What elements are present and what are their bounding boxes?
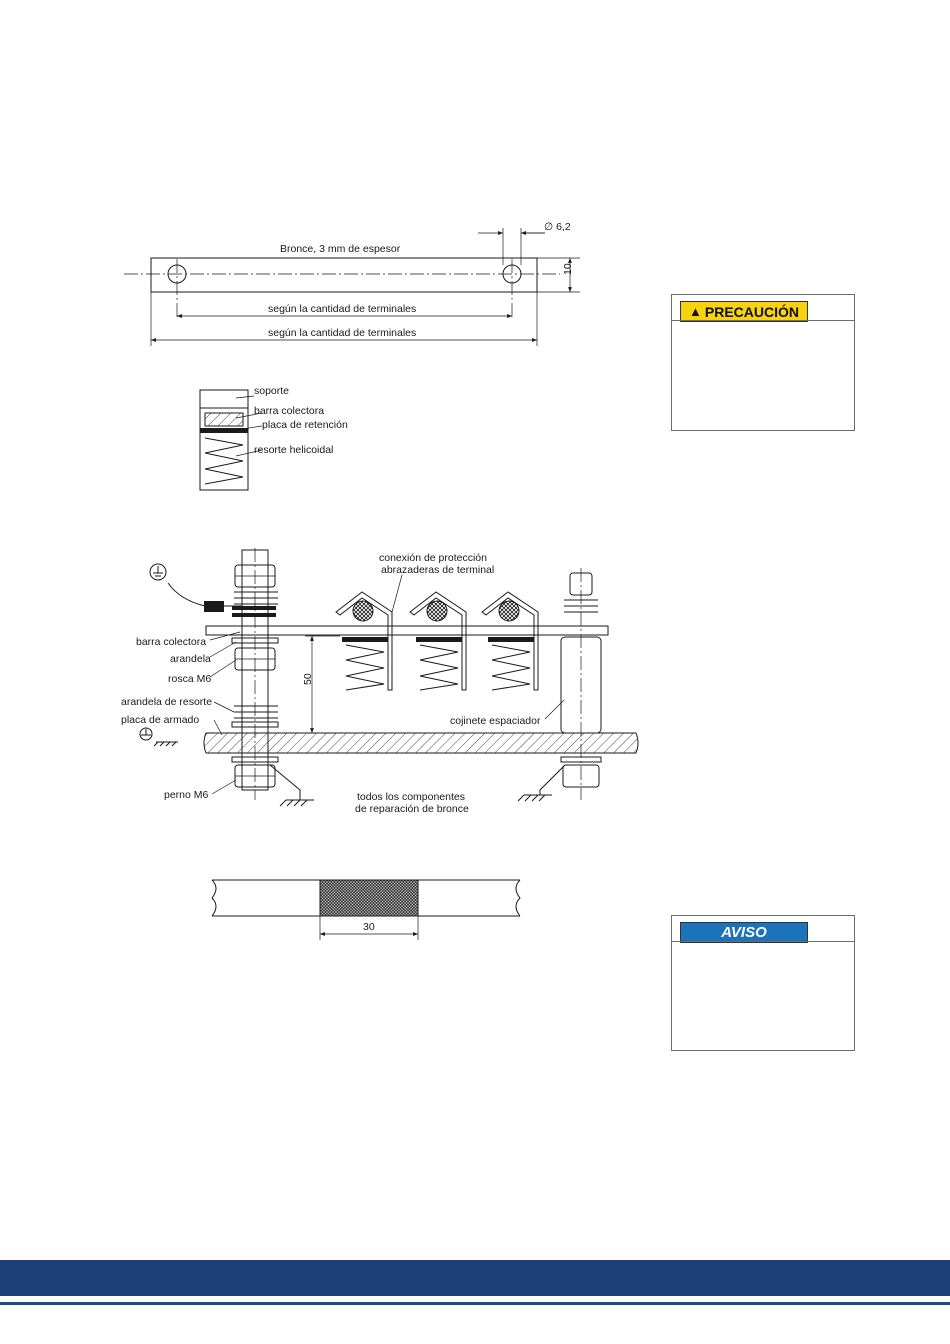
warning-triangle-icon: ▲ (689, 304, 702, 319)
coil-spring (204, 437, 244, 485)
ground-symbol-icon (149, 563, 167, 581)
washer (231, 637, 279, 644)
bolt-label: perno M6 (164, 789, 209, 801)
support-detail: soporte barra colectora placa de retenci… (199, 385, 348, 491)
caution-title: PRECAUCIÓN (704, 303, 799, 320)
support-label-0: soporte (254, 385, 289, 397)
assembly-drawing: 50 conexión de protección abrazaderas de… (121, 548, 639, 815)
assembly-busbar (205, 625, 609, 636)
spring-washer-label: arandela de resorte (121, 696, 212, 708)
busbar-material-label: Bronce, 3 mm de espesor (280, 243, 401, 255)
overall-length-label: según la cantidad de terminales (268, 327, 416, 339)
cable-strip-drawing: 30 (211, 879, 521, 940)
busbar-height-label: 10 (562, 263, 574, 275)
right-spacer-stack (560, 568, 602, 800)
retention-plate (200, 428, 248, 433)
busbar-drawing: ∅ 6,2 10 Bronce, 3 mm de espesor según l… (124, 221, 580, 346)
terminal-clamp-1 (335, 591, 393, 691)
support-label-1: barra colectora (254, 405, 324, 417)
assembly-height-label: 50 (302, 673, 314, 685)
support-label-3: resorte helicoidal (254, 444, 333, 456)
spacer-label: cojinete espaciador (450, 715, 541, 727)
strip-length-label: 30 (363, 921, 375, 933)
hole-diameter-label: ∅ 6,2 (544, 221, 571, 233)
footer-band (0, 1260, 950, 1296)
busbar-label: barra colectora (136, 636, 206, 648)
support-busbar (204, 412, 244, 427)
busbar-outline (150, 257, 538, 293)
components-note-line2: de reparación de bronce (355, 803, 469, 815)
caution-box: ▲ PRECAUCIÓN (671, 294, 855, 431)
notice-header: AVISO (680, 922, 808, 943)
ground-cable (167, 582, 206, 607)
notice-title: AVISO (721, 924, 767, 941)
caution-header: ▲ PRECAUCIÓN (680, 301, 808, 322)
mounting-plate (203, 732, 639, 754)
left-bolt-stack (231, 548, 279, 800)
notice-box: AVISO (671, 915, 855, 1051)
thread-label: rosca M6 (168, 673, 211, 685)
protection-connection-label: conexión de protección (379, 552, 487, 564)
mounting-plate-label: placa de armado (121, 714, 199, 726)
terminal-clamp-2 (409, 591, 467, 691)
cable-lug (204, 601, 224, 612)
components-note-line1: todos los componentes (357, 791, 465, 803)
ground-symbol-right-icon (517, 764, 566, 802)
terminal-clamps-label: abrazaderas de terminal (381, 564, 494, 576)
washer-label: arandela (170, 653, 211, 665)
hole-spacing-label: según la cantidad de terminales (268, 303, 416, 315)
terminal-clamp-3 (481, 591, 539, 691)
support-label-2: placa de retención (262, 419, 348, 431)
ground-symbol-left-icon (269, 764, 314, 807)
footer-line (0, 1302, 950, 1305)
stripped-section (319, 879, 419, 917)
plate-ground-icon (139, 727, 153, 741)
